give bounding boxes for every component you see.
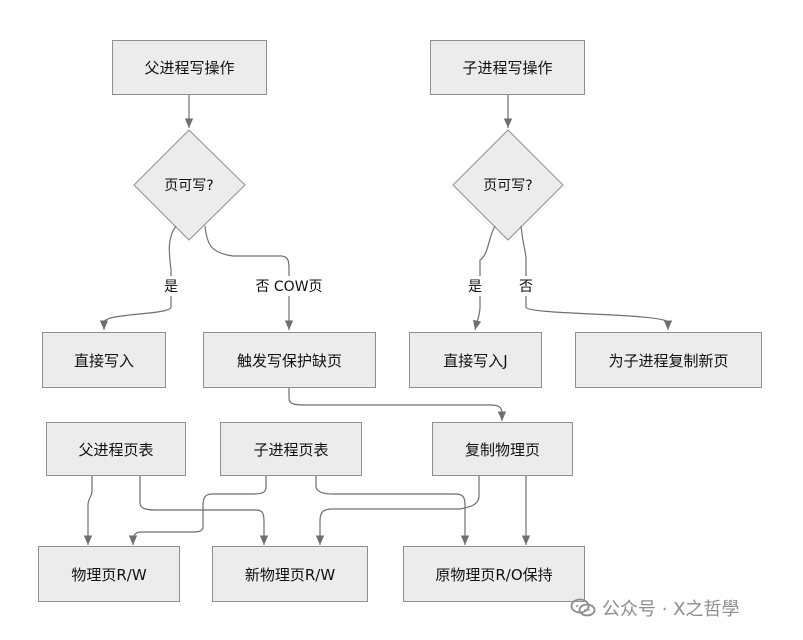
edge-parent-no xyxy=(204,225,294,330)
child-no-label: 否 xyxy=(517,276,535,296)
child-decision-label: 页可写? xyxy=(483,178,533,194)
parent-page-table-node: 父进程页表 xyxy=(46,422,186,476)
copy-physical-page-node: 复制物理页 xyxy=(432,422,573,476)
edge-parent-yes xyxy=(99,225,177,330)
edge-child-page-table-to-original-page xyxy=(315,476,470,545)
new-physical-page-rw-node: 新物理页R/W xyxy=(212,546,368,602)
edge-parent-page-table-to-new-page xyxy=(139,476,269,545)
trigger-write-protect-fault-node: 触发写保护缺页 xyxy=(203,332,376,388)
parent-direct-write-node: 直接写入 xyxy=(42,332,166,388)
edge-fault-to-copy xyxy=(288,388,507,421)
parent-yes-label: 是 xyxy=(162,276,180,296)
parent-write-node: 父进程写操作 xyxy=(112,40,267,95)
edge-copy-page-to-new-page xyxy=(315,476,480,545)
child-direct-write-node: 直接写入J xyxy=(409,332,542,388)
physical-page-rw-node: 物理页R/W xyxy=(38,546,180,602)
child-new-page-node: 为子进程复制新页 xyxy=(575,332,762,388)
child-yes-label: 是 xyxy=(466,276,484,296)
edge-child-no xyxy=(520,225,673,330)
wechat-icon xyxy=(570,598,596,617)
watermark: 公众号 · X之哲學 xyxy=(570,595,740,621)
child-write-node: 子进程写操作 xyxy=(430,40,585,95)
child-decision-diamond xyxy=(452,129,564,241)
parent-decision-label: 页可写? xyxy=(164,178,214,194)
edge-parent-page-table-to-physical-page xyxy=(83,476,93,545)
parent-decision-diamond xyxy=(133,129,246,241)
watermark-text: 公众号 · X之哲學 xyxy=(602,599,740,620)
parent-no-cow-label: 否 COW页 xyxy=(253,276,325,296)
edge-child-page-table-to-physical-page xyxy=(128,476,267,546)
original-page-ro-node: 原物理页R/O保持 xyxy=(403,546,585,602)
child-page-table-node: 子进程页表 xyxy=(220,422,362,476)
